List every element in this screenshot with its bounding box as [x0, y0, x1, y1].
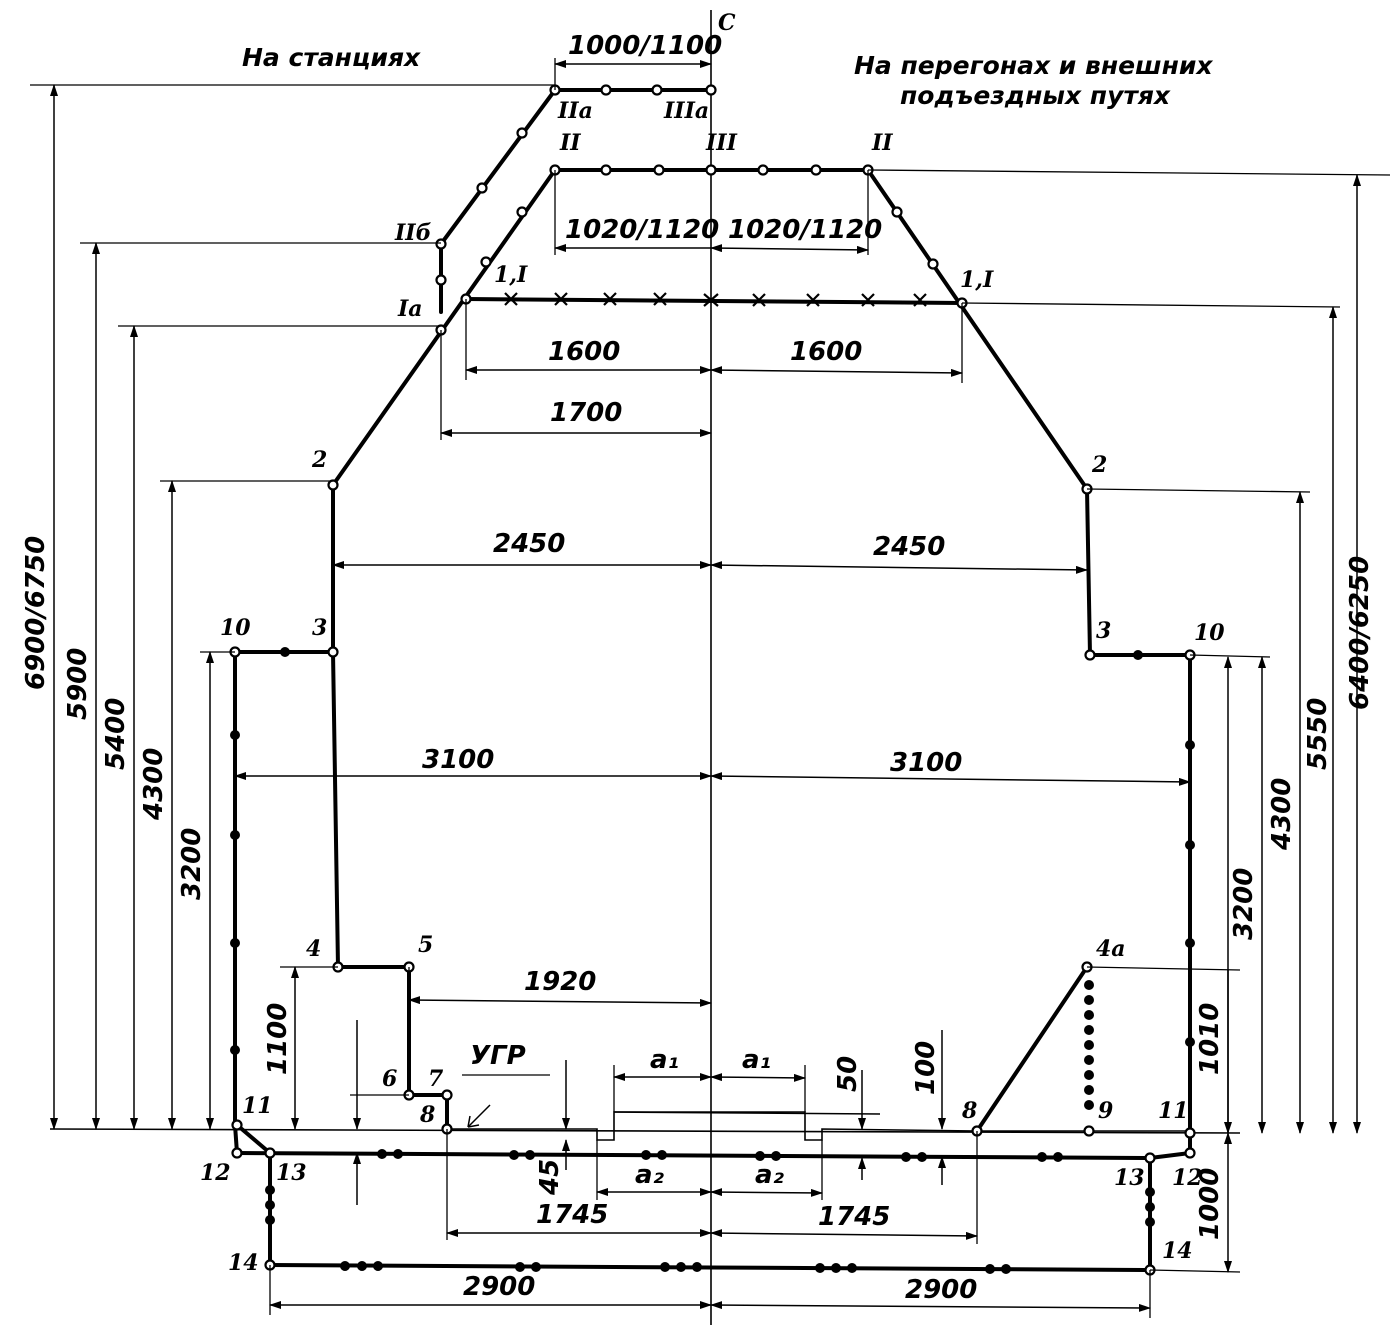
- dim-3100-left: 3100: [422, 745, 494, 775]
- dim-1920: 1920: [524, 967, 596, 997]
- dim-45: 45: [535, 1159, 565, 1196]
- dim-1600-right: 1600: [790, 337, 862, 367]
- dim-6400-6250: 6400/6250: [1345, 556, 1375, 710]
- dim-5900: 5900: [63, 648, 93, 720]
- dim-100: 100: [911, 1041, 941, 1095]
- dim-a2-left: a₂: [635, 1160, 665, 1190]
- horizontal-dimensions: [234, 60, 1191, 1312]
- dim-1600-left: 1600: [548, 337, 620, 367]
- dim-ugr: УГР: [470, 1041, 526, 1071]
- platform-top-line: [613, 1111, 881, 1115]
- dotted-column-9: [1084, 980, 1094, 1110]
- dim-a1-right: a₁: [742, 1045, 771, 1075]
- lower-bottom-line: [268, 1263, 1152, 1272]
- label-6: 6: [382, 1066, 397, 1092]
- label-11-left: 11: [242, 1093, 273, 1119]
- label-5: 5: [418, 932, 433, 958]
- dim-1100: 1100: [263, 1003, 293, 1075]
- vertical-dimensions: [50, 84, 1361, 1273]
- label-8-right: 8: [961, 1098, 977, 1124]
- dim-1745-left: 1745: [536, 1200, 608, 1230]
- dim-5400: 5400: [101, 698, 131, 770]
- label-4a: 4a: [1096, 936, 1126, 962]
- crosses-row: [504, 292, 927, 307]
- dim-2450-right: 2450: [873, 532, 945, 562]
- label-2-left: 2: [311, 447, 327, 473]
- ugr-pointer: [467, 1104, 491, 1128]
- dim-2450-left: 2450: [493, 529, 565, 559]
- label-Ia: Ia: [397, 296, 423, 322]
- dim-3200-right: 3200: [1229, 868, 1259, 940]
- contour-dots: [230, 647, 1195, 1274]
- dim-3100-right: 3100: [890, 748, 962, 778]
- label-IIIa: IIIa: [663, 98, 709, 124]
- label-14-right: 14: [1162, 1238, 1193, 1264]
- dim-6900-6750: 6900/6750: [21, 536, 51, 690]
- dim-1745-right: 1745: [818, 1202, 890, 1232]
- ugr-arrowhead: [467, 1115, 480, 1128]
- label-IIb: IIб: [394, 220, 432, 246]
- label-II-right: II: [871, 130, 893, 156]
- dim-4300-left: 4300: [139, 748, 169, 821]
- label-9: 9: [1098, 1098, 1113, 1124]
- dim-1020-left: 1020/1120: [565, 215, 719, 245]
- label-12-right: 12: [1172, 1165, 1203, 1191]
- label-13-left: 13: [276, 1160, 307, 1186]
- dim-a1-left: a₁: [650, 1045, 679, 1075]
- label-8-left: 8: [419, 1102, 435, 1128]
- label-IIa: IIa: [557, 98, 593, 124]
- dim-2900-right: 2900: [905, 1275, 977, 1305]
- label-14-left: 14: [228, 1250, 259, 1276]
- dim-1700: 1700: [550, 398, 622, 428]
- label-10-left: 10: [220, 615, 251, 641]
- link-11-13: [235, 1123, 272, 1155]
- label-13-right: 13: [1114, 1165, 1145, 1191]
- axis-label: С: [718, 10, 736, 36]
- dim-5550: 5550: [1303, 698, 1333, 770]
- label-3-right: 3: [1096, 618, 1111, 644]
- label-3-left: 3: [312, 615, 327, 641]
- label-7: 7: [428, 1066, 444, 1092]
- label-12-left: 12: [200, 1160, 231, 1186]
- center-axis: С: [710, 10, 736, 1325]
- header-stations: На станциях: [242, 43, 421, 72]
- dim-2900-left: 2900: [463, 1272, 535, 1302]
- contour-nodes: [229, 84, 1196, 1276]
- dim-4300-right: 4300: [1267, 778, 1297, 851]
- rail-level-line: [49, 1128, 1241, 1134]
- label-1I-right: 1,I: [960, 267, 994, 293]
- label-III: III: [705, 130, 738, 156]
- header-hauls-line1: На перегонах и внешних: [854, 51, 1213, 80]
- dim-1000-1100: 1000/1100: [568, 31, 722, 61]
- dim-3200-left: 3200: [177, 828, 207, 900]
- dim-50: 50: [833, 1056, 863, 1092]
- dim-1010: 1010: [1195, 1003, 1225, 1075]
- gauge-contour-right-lower: [975, 965, 1089, 1133]
- dim-1000: 1000: [1195, 1168, 1225, 1240]
- gauge-contour-right: [709, 168, 1192, 1155]
- dim-1020-right: 1020/1120: [728, 215, 882, 245]
- header-hauls-line2: подъездных путях: [900, 81, 1171, 110]
- label-1I-left: 1,I: [494, 262, 528, 288]
- label-2-right: 2: [1091, 452, 1107, 478]
- dim-a2-right: a₂: [755, 1160, 785, 1190]
- label-11-right: 11: [1158, 1098, 1189, 1124]
- gauge-contour-left-lower: [331, 650, 449, 1131]
- gauge-contour-left: [233, 168, 713, 1155]
- platform-step: [447, 1111, 1190, 1141]
- label-II-left: II: [559, 130, 581, 156]
- contact-line-level: [464, 297, 964, 305]
- label-4: 4: [306, 936, 321, 962]
- label-10-right: 10: [1194, 620, 1225, 646]
